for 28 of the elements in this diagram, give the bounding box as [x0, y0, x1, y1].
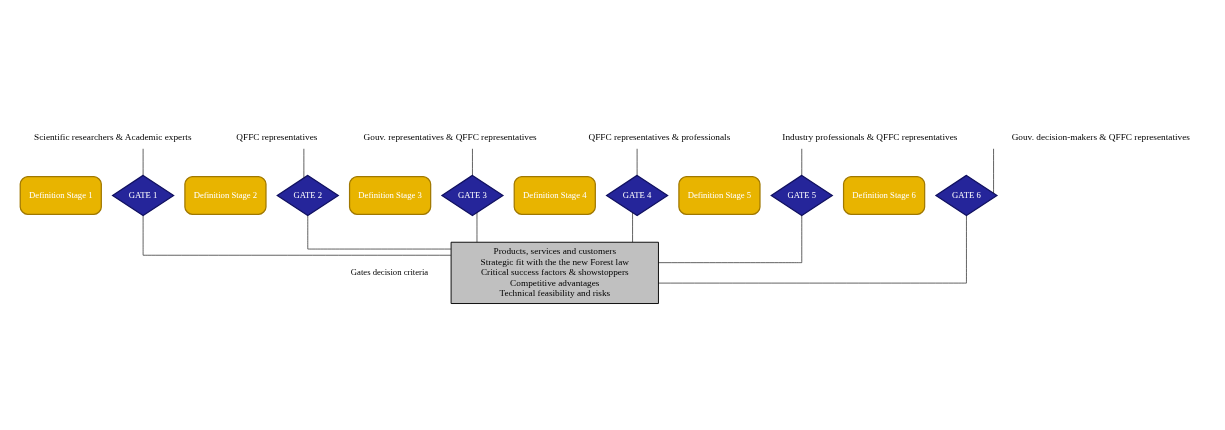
- node-text: QFFC representatives: [236, 131, 318, 142]
- node-box: Definition Stage 3: [348, 176, 432, 215]
- node-text: Gouv. representatives & QFFC representatives: [363, 131, 537, 142]
- node-diamond: GATE 1: [111, 174, 175, 217]
- node-text: QFFC representatives & professionals: [588, 131, 731, 142]
- node-text: Industry professionals & QFFC representatives: [782, 131, 958, 142]
- node-label: Gates decision criteria: [350, 267, 429, 278]
- connector: [658, 215, 803, 263]
- connector: [476, 212, 478, 243]
- node-box: Definition Stage 4: [513, 176, 596, 215]
- node-box: Definition Stage 6: [842, 176, 926, 215]
- node-diamond: GATE 3: [440, 174, 505, 217]
- node-diamond: GATE 5: [770, 174, 834, 217]
- connector: [303, 148, 305, 179]
- connector: [472, 148, 473, 176]
- node-box: Products, services and customers Strategic fit with the the new Forest law Critical success factors & showstoppers Competitive advantages Technical feasibility and risks: [450, 241, 659, 304]
- node-box: Definition Stage 2: [184, 176, 267, 215]
- node-diamond: GATE 2: [276, 174, 340, 217]
- connector: [801, 148, 803, 176]
- node-diamond: GATE 6: [934, 174, 999, 217]
- node-box: Definition Stage 1: [19, 176, 102, 215]
- node-text: Gouv. decision-makers & QFFC representatives: [1011, 131, 1190, 142]
- node-box: Definition Stage 5: [678, 176, 761, 215]
- connector: [993, 148, 994, 194]
- connector: [632, 212, 633, 243]
- node-diamond: GATE 4: [605, 174, 669, 217]
- connector: [658, 215, 967, 284]
- node-text: Scientific researchers & Academic experts: [34, 131, 192, 142]
